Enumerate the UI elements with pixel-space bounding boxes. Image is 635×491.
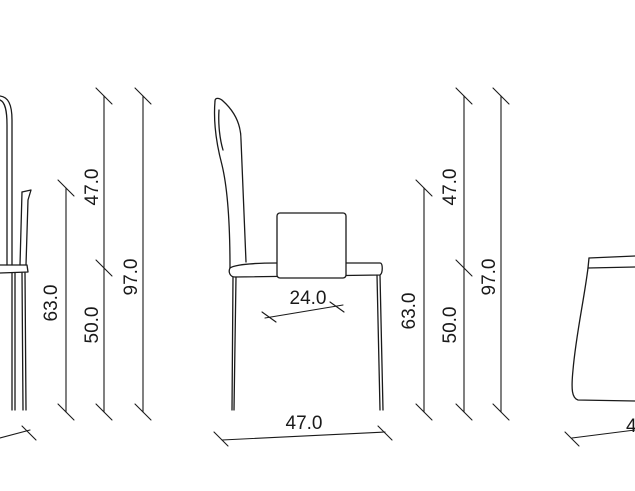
middle-seat-height-label: 63.0 bbox=[399, 293, 420, 330]
left-seat-height-label: 63.0 bbox=[41, 285, 62, 322]
right-chair-view: 4 bbox=[564, 255, 635, 447]
middle-seat-to-floor-label: 50.0 bbox=[440, 307, 461, 344]
right-width-label: 4 bbox=[626, 416, 635, 437]
middle-total-height-label: 97.0 bbox=[479, 259, 500, 296]
middle-back-height-label: 47.0 bbox=[440, 169, 461, 206]
left-total-height-label: 97.0 bbox=[121, 259, 142, 296]
middle-width-label: 47.0 bbox=[286, 413, 323, 434]
back-offset-dimension: 24.0 bbox=[261, 288, 345, 323]
left-seat-to-floor-label: 50.0 bbox=[82, 307, 103, 344]
back-offset-label: 24.0 bbox=[290, 288, 327, 309]
middle-height-dimensions: 63.0 50.0 47.0 97.0 bbox=[399, 87, 510, 421]
left-chair-front-view bbox=[0, 95, 37, 441]
middle-width-dimension: 47.0 bbox=[213, 413, 393, 447]
middle-chair-side-view bbox=[213, 97, 384, 411]
left-back-height-label: 47.0 bbox=[82, 169, 103, 206]
left-height-dimensions: 63.0 50.0 47.0 97.0 bbox=[41, 87, 152, 421]
